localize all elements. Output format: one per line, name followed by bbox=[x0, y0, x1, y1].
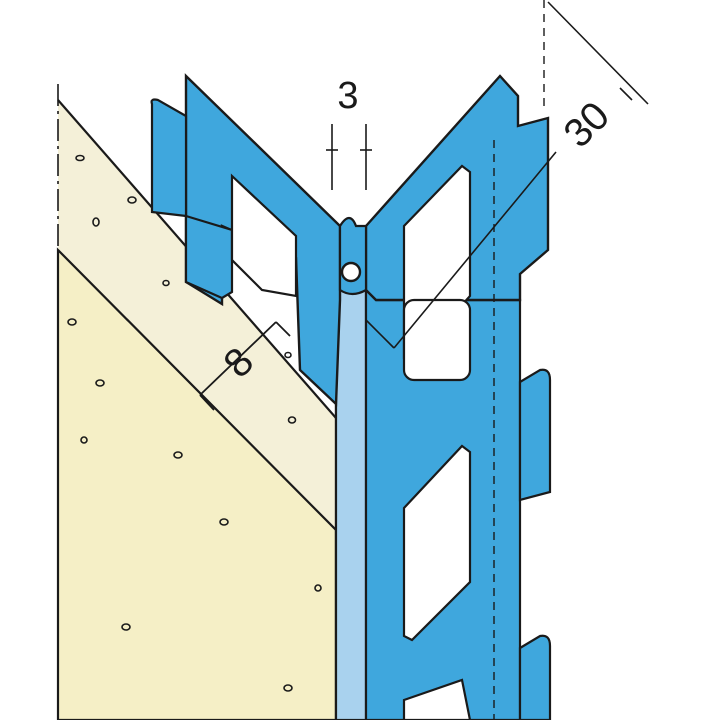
profile-right-tab-2 bbox=[518, 634, 552, 720]
corner-bead-profile bbox=[150, 0, 552, 720]
wall-layers bbox=[56, 84, 338, 720]
dimension-label-30: 30 bbox=[556, 94, 619, 157]
profile-nose-bead bbox=[340, 261, 362, 283]
dimension-gap bbox=[326, 124, 372, 190]
profile-nose-channel bbox=[334, 284, 368, 720]
profile-front-window-3 bbox=[402, 678, 472, 720]
profile-nose bbox=[338, 216, 368, 296]
profile-front-window-2 bbox=[402, 444, 472, 642]
profile-left-wing-tab-lower bbox=[184, 214, 234, 300]
dimension-flange-depth bbox=[365, 1, 649, 349]
dimension-plaster-thickness bbox=[199, 321, 291, 411]
profile-left-wing-tab bbox=[150, 98, 188, 218]
profile-right-tab-1 bbox=[518, 368, 552, 502]
plaster-aggregate bbox=[67, 154, 322, 692]
plaster-base bbox=[56, 247, 338, 720]
profile-hidden-edges bbox=[493, 0, 545, 720]
dimension-label-3: 3 bbox=[337, 75, 358, 117]
profile-front-window-1 bbox=[402, 298, 472, 382]
profile-left-window bbox=[230, 173, 298, 298]
